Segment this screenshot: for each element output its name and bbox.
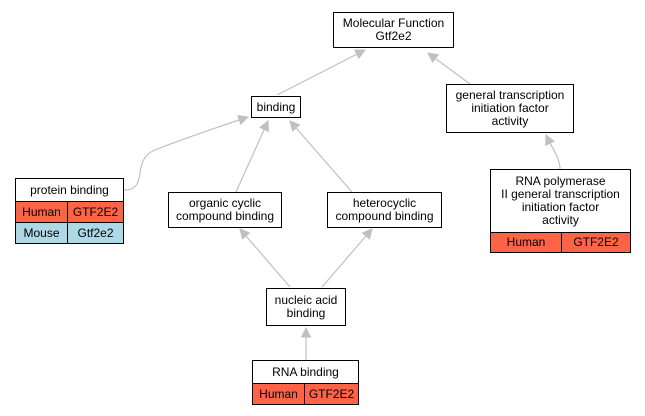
node-line: initiation factor [521,200,600,214]
node-molecular-function: Molecular Function Gtf2e2 [333,12,454,48]
edge-gtifa-to-root [427,52,471,85]
edge-binding-to-root [276,49,366,96]
node-line: II general transcription [501,187,620,201]
species-cell: Human [259,386,298,401]
node-general-transcription-initiation-factor-activity: general transcription initiation factor … [446,84,574,133]
node-line: RNA binding [272,364,339,379]
node-line: activity [491,114,529,128]
node-line: activity [542,213,579,227]
node-organic-cyclic-compound-binding: organic cyclic compound binding [168,192,282,228]
node-title: RNA binding [253,361,358,383]
node-line: initiation factor [471,101,549,115]
node-line: compound binding [175,209,275,223]
node-line: organic cyclic [188,196,262,210]
node-protein-binding: protein binding Human GTF2E2 Mouse Gtf2e… [15,178,124,244]
node-line: Gtf2e2 [375,29,412,43]
node-line: protein binding [30,182,109,197]
node-line: binding [286,306,326,320]
species-cell: Mouse [23,225,60,240]
gene-cell: GTF2E2 [561,233,630,252]
node-line: nucleic acid [274,293,338,307]
node-line: heterocyclic [352,196,417,210]
species-row-human: Human GTF2E2 [16,201,123,222]
edge-nucleic-to-hetero [321,228,373,288]
node-title: protein binding [16,179,123,201]
edge-rnapol-to-gtifa [545,134,561,170]
node-rna-binding: RNA binding Human GTF2E2 [252,360,359,405]
species-row-mouse: Mouse Gtf2e2 [16,222,123,243]
edge-hetero-to-binding [289,120,353,193]
node-nucleic-acid-binding: nucleic acid binding [266,288,346,326]
node-rna-polymerase-ii-general-transcription-initiation-factor-activity: RNA polymerase II general transcription … [490,169,631,253]
node-line: RNA polymerase [515,174,606,188]
gene-cell: GTF2E2 [304,384,358,404]
node-heterocyclic-compound-binding: heterocyclic compound binding [327,192,442,228]
node-line: binding [256,99,296,114]
species-cell: Human [506,235,546,249]
species-row-human: Human GTF2E2 [253,383,358,404]
edge-nucleic-to-organic [239,228,291,288]
node-binding: binding [251,96,301,118]
species-row-human: Human GTF2E2 [491,232,630,252]
gene-cell: Gtf2e2 [67,223,123,243]
node-line: general transcription [455,88,565,102]
node-line: compound binding [335,209,434,223]
species-cell: Human [22,204,61,219]
edge-protein-to-binding [123,114,250,191]
gene-cell: GTF2E2 [67,202,123,222]
node-title: RNA polymerase II general transcription … [491,170,630,232]
node-line: Molecular Function [342,16,445,30]
edge-organic-to-binding [235,120,269,193]
